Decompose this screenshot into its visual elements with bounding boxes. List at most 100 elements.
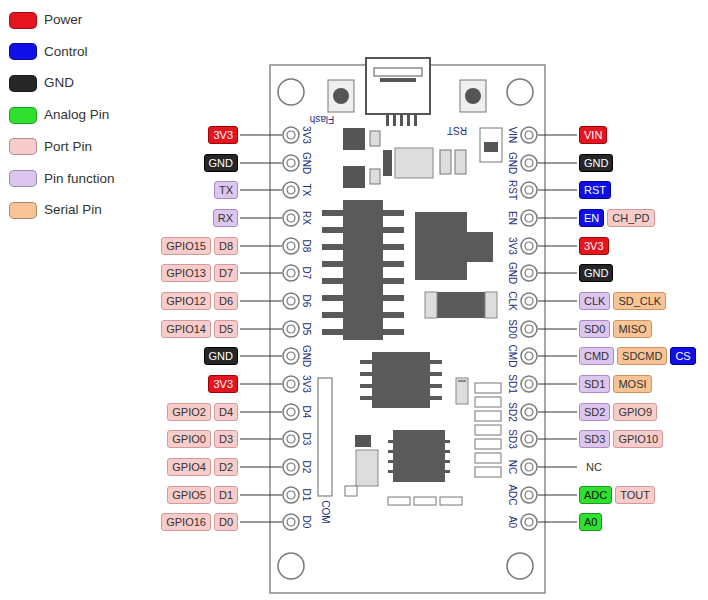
silkscreen-label: VIN (507, 127, 517, 144)
silkscreen-label: D6 (301, 295, 311, 308)
silkscreen-label: SD2 (507, 402, 517, 421)
pin-label: GPIO0 (167, 430, 211, 448)
pin-label: CS (670, 347, 695, 365)
pin-label: SDCMD (617, 347, 667, 365)
pin-text: D1 (219, 489, 233, 501)
pin-label: RST (579, 181, 611, 199)
pin-label: CH_PD (607, 209, 654, 227)
pin-text: D7 (219, 267, 233, 279)
pin-label: D6 (214, 292, 238, 310)
pin-text: D4 (219, 406, 233, 418)
pin-label: TX (214, 181, 238, 199)
pin-label: CMD (579, 347, 614, 365)
silkscreen-label: D7 (301, 267, 311, 280)
pin-label: GND (579, 154, 613, 172)
silkscreen-label: D8 (301, 240, 311, 253)
silkscreen-label: A0 (507, 516, 517, 528)
silkscreen-label: D1 (301, 489, 311, 502)
pin-label: SD3 (579, 430, 610, 448)
pin-text: TX (219, 184, 233, 196)
silkscreen-label: GND (507, 262, 517, 284)
pin-label: RX (213, 209, 238, 227)
pin-label: GPIO10 (613, 430, 663, 448)
pin-label: GND (579, 264, 613, 282)
silkscreen-label: D2 (301, 461, 311, 474)
pin-text: GPIO14 (166, 323, 206, 335)
pin-text: SD_CLK (618, 295, 661, 307)
pin-label: D8 (214, 237, 238, 255)
pin-text: GPIO16 (166, 516, 206, 528)
silkscreen-label: CLK (507, 291, 517, 310)
pin-text: GPIO12 (166, 295, 206, 307)
pin-text: 3V3 (213, 129, 233, 141)
silkscreen-label: COM (320, 500, 330, 523)
pin-text: GPIO15 (166, 240, 206, 252)
pin-label: D0 (214, 513, 238, 531)
pin-text: SD3 (584, 433, 605, 445)
pin-text: D0 (219, 516, 233, 528)
silkscreen-label: D0 (301, 516, 311, 529)
pin-label: 3V3 (208, 375, 238, 393)
pin-text: D5 (219, 323, 233, 335)
silkscreen-label: RST (447, 125, 467, 135)
silkscreen-label: GND (301, 152, 311, 174)
legend-text: Serial Pin (44, 202, 102, 218)
legend-text: Power (44, 12, 82, 28)
legend-text: GND (44, 75, 74, 91)
pin-text: GND (209, 350, 233, 362)
pin-text: MISO (618, 323, 646, 335)
silkscreen-label: D5 (301, 323, 311, 336)
silkscreen-label: NC (507, 460, 517, 474)
pin-label: GND (204, 347, 238, 365)
pin-text: TOUT (620, 489, 650, 501)
legend-swatch (9, 75, 37, 92)
pin-label: GPIO13 (161, 264, 211, 282)
pin-label: ADC (579, 486, 612, 504)
silkscreen-label: EN (507, 211, 517, 225)
pin-text: A0 (584, 516, 597, 528)
pin-text: GPIO2 (172, 406, 206, 418)
pin-label: SD1 (579, 375, 610, 393)
pin-text: SDCMD (622, 350, 662, 362)
legend-swatch (9, 202, 37, 219)
pin-label: EN (579, 209, 604, 227)
pin-text: 3V3 (213, 378, 233, 390)
pin-label: TOUT (615, 486, 655, 504)
pin-label: D1 (214, 486, 238, 504)
silkscreen-label: ADC (507, 484, 517, 505)
silkscreen-label: SD0 (507, 319, 517, 338)
silkscreen-label: TX (301, 184, 311, 197)
silkscreen-label: SD1 (507, 374, 517, 393)
pin-label: GPIO9 (613, 403, 657, 421)
pin-text: CMD (584, 350, 609, 362)
pin-text: SD2 (584, 406, 605, 418)
silkscreen-label: D3 (301, 433, 311, 446)
silkscreen-label: SD3 (507, 429, 517, 448)
pin-text: SD0 (584, 323, 605, 335)
pin-label: D4 (214, 403, 238, 421)
pin-label: SD0 (579, 320, 610, 338)
pin-text: EN (584, 212, 599, 224)
pin-label: SD2 (579, 403, 610, 421)
pin-text: SD1 (584, 378, 605, 390)
pin-label: GPIO14 (161, 320, 211, 338)
pin-text: GPIO13 (166, 267, 206, 279)
legend-swatch (9, 107, 37, 124)
pin-text: CS (675, 350, 690, 362)
pin-text: 3V3 (584, 240, 604, 252)
pin-label: GPIO15 (161, 237, 211, 255)
pin-label: SD_CLK (613, 292, 666, 310)
silkscreen-label: CMD (507, 345, 517, 368)
pin-label: 3V3 (579, 237, 609, 255)
pin-label: GPIO2 (167, 403, 211, 421)
pin-label: D2 (214, 458, 238, 476)
pin-label: GPIO5 (167, 486, 211, 504)
silkscreen-label: D4 (301, 406, 311, 419)
pin-text: GPIO5 (172, 489, 206, 501)
pin-text: GND (584, 267, 608, 279)
pin-label: A0 (579, 513, 602, 531)
silkscreen-label: 3V3 (507, 237, 517, 255)
pin-text: GND (584, 157, 608, 169)
pin-label: D7 (214, 264, 238, 282)
